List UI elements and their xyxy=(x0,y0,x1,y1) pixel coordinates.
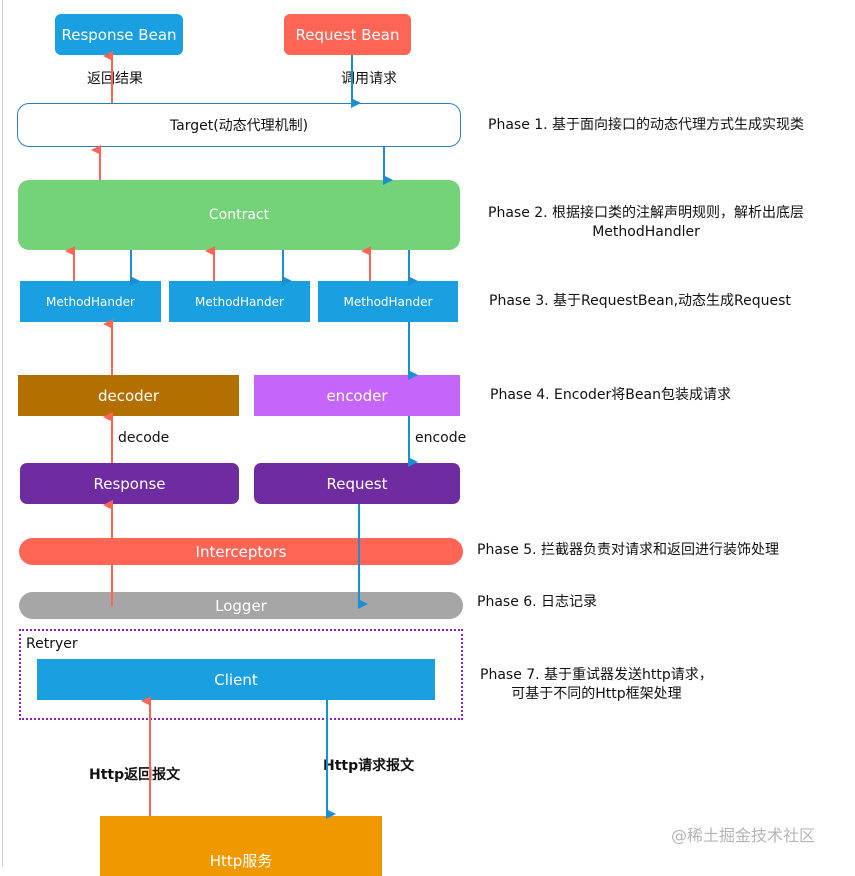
contract-label: Contract xyxy=(208,207,270,223)
edge-label-decode: decode xyxy=(118,430,170,446)
method-handler-node-1[interactable]: MethodHander xyxy=(20,281,161,322)
phase-7-line-1: Phase 7. 基于重试器发送http请求， xyxy=(480,667,713,683)
response-bean-label: Response Bean xyxy=(61,25,177,44)
edge-label-http-request-message: Http请求报文 xyxy=(323,758,415,774)
request-label: Request xyxy=(326,474,388,493)
method-handler-label: MethodHander xyxy=(46,294,135,309)
phase-1-line-1: Phase 1. 基于面向接口的动态代理方式生成实现类 xyxy=(488,117,805,133)
retryer-container[interactable]: Retryer xyxy=(19,629,463,720)
request-node[interactable]: Request xyxy=(254,463,460,504)
interceptors-node[interactable]: Interceptors xyxy=(19,538,463,565)
client-label: Client xyxy=(214,670,258,689)
phase-5-description: Phase 5. 拦截器负责对请求和返回进行装饰处理 xyxy=(477,541,779,560)
method-handler-node-2[interactable]: MethodHander xyxy=(169,281,310,322)
phase-5-line-1: Phase 5. 拦截器负责对请求和返回进行装饰处理 xyxy=(477,542,780,558)
edge-label-encode: encode xyxy=(415,430,467,446)
encoder-node[interactable]: encoder xyxy=(254,375,460,416)
edge-label-invoke-request: 调用请求 xyxy=(341,71,397,87)
response-label: Response xyxy=(93,474,166,493)
http-service-node[interactable]: Http服务 xyxy=(100,816,382,876)
request-bean-node[interactable]: Request Bean xyxy=(284,14,411,55)
left-border xyxy=(2,0,3,867)
phase-6-line-1: Phase 6. 日志记录 xyxy=(477,594,598,610)
method-handler-label: MethodHander xyxy=(195,294,284,309)
logger-label: Logger xyxy=(215,596,267,615)
logger-node[interactable]: Logger xyxy=(19,592,463,619)
phase-2-line-1: Phase 2. 根据接口类的注解声明规则，解析出底层 xyxy=(488,205,805,221)
client-node[interactable]: Client xyxy=(37,659,435,700)
response-bean-node[interactable]: Response Bean xyxy=(55,14,183,55)
request-bean-label: Request Bean xyxy=(295,25,400,44)
retryer-label: Retryer xyxy=(26,636,78,652)
phase-4-line-1: Phase 4. Encoder将Bean包装成请求 xyxy=(490,387,731,403)
method-handler-node-3[interactable]: MethodHander xyxy=(318,281,458,322)
edge-label-return-result: 返回结果 xyxy=(87,71,143,87)
phase-7-line-2: 可基于不同的Http框架处理 xyxy=(511,686,682,702)
phase-2-description: Phase 2. 根据接口类的注解声明规则，解析出底层 MethodHandle… xyxy=(488,204,804,242)
decoder-label: decoder xyxy=(97,386,160,405)
phase-1-description: Phase 1. 基于面向接口的动态代理方式生成实现类 xyxy=(488,116,804,135)
contract-node[interactable]: Contract xyxy=(18,180,460,250)
http-service-label: Http服务 xyxy=(209,852,273,870)
encoder-label: encoder xyxy=(326,386,388,405)
decoder-node[interactable]: decoder xyxy=(18,375,239,416)
phase-3-line-1: Phase 3. 基于RequestBean,动态生成Request xyxy=(489,293,791,309)
phase-2-line-2: MethodHandler xyxy=(592,224,700,240)
method-handler-label: MethodHander xyxy=(343,294,433,309)
interceptors-label: Interceptors xyxy=(195,542,287,561)
watermark: @稀土掘金技术社区 xyxy=(671,826,816,845)
target-node[interactable]: Target(动态代理机制) xyxy=(17,103,461,147)
response-node[interactable]: Response xyxy=(20,463,239,504)
edge-label-http-response-message: Http返回报文 xyxy=(89,767,181,783)
phase-6-description: Phase 6. 日志记录 xyxy=(477,593,597,612)
phase-7-description: Phase 7. 基于重试器发送http请求， 可基于不同的Http框架处理 xyxy=(480,666,713,704)
target-label: Target(动态代理机制) xyxy=(169,118,309,134)
phase-4-description: Phase 4. Encoder将Bean包装成请求 xyxy=(490,386,731,405)
phase-3-description: Phase 3. 基于RequestBean,动态生成Request xyxy=(489,292,791,311)
